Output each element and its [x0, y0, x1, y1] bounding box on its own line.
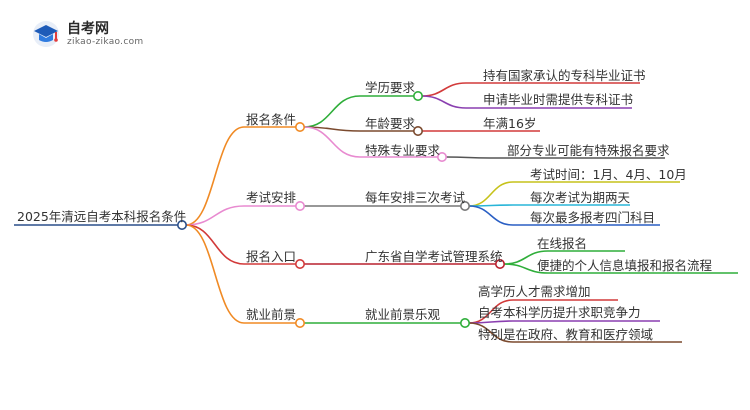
leaf-label: 年满16岁 — [483, 116, 537, 131]
sub-node-circle — [459, 201, 470, 212]
branch-node-circle — [294, 201, 305, 212]
connector-branch-sub — [303, 95, 361, 128]
connector-sub-leaf — [468, 181, 514, 207]
sub-node-circle — [459, 317, 470, 328]
branch-label-career-prospects: 就业前景 — [246, 307, 297, 322]
connector-root-branch — [185, 224, 245, 265]
connector-sub-leaf — [421, 82, 467, 97]
branch-label-exam-schedule: 考试安排 — [246, 190, 297, 205]
logo-title: 自考网 — [67, 21, 109, 37]
sub-label-special-major: 特殊专业要求 — [365, 143, 441, 158]
leaf-label: 申请毕业时需提供专科证书 — [483, 92, 634, 107]
logo-subtitle: zikao-zikao.com — [67, 37, 144, 47]
branch-label-enroll-conditions: 报名条件 — [246, 112, 297, 127]
sub-label-three-exams: 每年安排三次考试 — [365, 190, 466, 205]
sub-node-circle — [436, 152, 447, 163]
leaf-label: 便捷的个人信息填报和报名流程 — [537, 258, 713, 273]
branch-node-circle — [294, 317, 305, 328]
sub-label-education: 学历要求 — [365, 80, 416, 95]
leaf-label: 特别是在政府、教育和医疗领域 — [478, 327, 654, 342]
site-logo[interactable]: 自考网 zikao-zikao.com — [30, 14, 170, 54]
sub-node-circle — [412, 91, 423, 102]
sub-label-exam-system: 广东省自学考试管理系统 — [365, 249, 503, 264]
branch-node-circle — [294, 122, 305, 133]
connector-root-branch — [185, 224, 245, 324]
leaf-label: 每次最多报考四门科目 — [530, 210, 656, 225]
leaf-label: 持有国家承认的专科毕业证书 — [483, 68, 646, 83]
connector-sub-leaf — [503, 263, 549, 274]
sub-label-age: 年龄要求 — [365, 116, 416, 131]
connector-sub-leaf — [445, 156, 491, 159]
connector-root-branch — [185, 205, 245, 226]
branch-node-circle — [294, 258, 305, 269]
connector-sub-leaf — [421, 95, 467, 109]
connector-branch-sub — [303, 126, 361, 158]
leaf-label: 部分专业可能有特殊报名要求 — [507, 143, 670, 158]
sub-label-prospects: 就业前景乐观 — [365, 307, 441, 322]
leaf-label: 在线报名 — [537, 236, 588, 251]
connector-sub-leaf — [468, 322, 514, 343]
branch-label-enroll-entry: 报名入口 — [246, 249, 297, 264]
leaf-label: 考试时间：1月、4月、10月 — [530, 167, 687, 182]
root-node-circle — [177, 220, 188, 231]
leaf-label: 自考本科学历提升求职竞争力 — [478, 305, 641, 320]
connector-root-branch — [185, 126, 245, 226]
leaf-label: 每次考试为期两天 — [530, 190, 631, 205]
sub-node-circle — [494, 258, 505, 269]
sub-node-circle — [412, 126, 423, 137]
connector-sub-leaf — [468, 205, 514, 226]
leaf-label: 高学历人才需求增加 — [478, 284, 591, 299]
root-node-label: 2025年清远自考本科报名条件 — [17, 209, 187, 224]
graduation-cap-icon — [33, 21, 59, 47]
